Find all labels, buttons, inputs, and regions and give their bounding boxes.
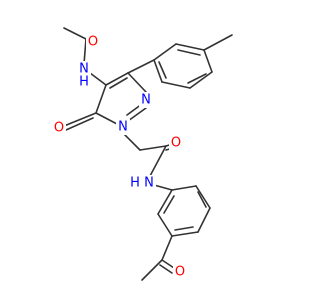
molecule-structure-diagram: O N H O N N O N H O	[52, 27, 233, 281]
bond-nh-phenyl	[153, 184, 173, 191]
bond-phenyl-4	[171, 231, 199, 237]
bond-ring-c4-c5	[105, 72, 129, 86]
hydrogen-amide-label: H	[130, 176, 140, 191]
atom-bg-o-ring	[52, 120, 66, 136]
bond-ring-c6o-c4	[95, 84, 107, 114]
bond-tolyl-inner-b	[187, 73, 207, 84]
atom-bg-n2-ring	[139, 92, 153, 108]
bond-ring-co	[63, 112, 97, 127]
bond-acetyl-co-double	[159, 264, 173, 274]
bond-phenyl-6	[157, 189, 173, 215]
bond-acetyl-methyl	[141, 259, 163, 281]
bond-phenyl-5	[157, 213, 173, 237]
hydrogen-acetamide-label: H	[79, 75, 89, 90]
bond-phenyl-acetyl	[161, 235, 173, 261]
nitrogen-amide-label: N	[144, 176, 154, 191]
bond-ring-co-double	[65, 117, 94, 131]
bond-ring-aryl	[127, 59, 155, 74]
bond-tolyl-inner-c	[158, 61, 167, 79]
atom-bg-n1-ring	[116, 119, 130, 135]
oxygen-acetyl-label: O	[175, 265, 185, 280]
bond-phenyl-inner-a	[197, 191, 207, 208]
nitrogen-acetamide-label: N	[79, 62, 89, 77]
oxygen-amide-label: O	[171, 136, 181, 151]
atom-bg-o-amide	[169, 135, 183, 151]
bond-acetyl-co	[161, 259, 175, 269]
bond-tolyl-5	[161, 81, 191, 89]
bond-tolyl-2	[175, 43, 205, 51]
bond-nh-ring	[89, 72, 107, 86]
bond-ring-c4-c5-double	[109, 77, 128, 89]
nitrogen-n1-ring-label: N	[118, 120, 128, 135]
bond-ring-c5-c6	[127, 72, 147, 93]
bond-layer	[63, 27, 233, 281]
nitrogen-n2-ring-label: N	[141, 93, 151, 108]
bond-ch2-carbonyl	[139, 145, 167, 151]
bond-acetamide-carbonyl-n	[83, 38, 87, 65]
bond-phenyl-2	[195, 185, 211, 209]
bond-acetamide-methyl	[63, 27, 87, 40]
atom-label-layer: O N H O N N O N H O	[52, 34, 187, 280]
bond-tolyl-methyl	[203, 34, 233, 51]
bond-tolyl-3	[203, 49, 213, 73]
atom-bg-o-acetyl	[173, 264, 187, 280]
bond-ring-n1-c6o	[95, 112, 118, 125]
bond-tolyl-inner-a	[177, 49, 201, 56]
bond-tolyl-1	[153, 43, 177, 61]
atom-bg-h-amide	[129, 175, 141, 191]
bond-phenyl-1	[171, 185, 197, 191]
atom-bg-o-acetamide	[86, 34, 100, 50]
bond-phenyl-inner-c	[163, 195, 175, 214]
structure-canvas: O N H O N N O N H O	[52, 27, 233, 281]
bond-tolyl-6	[153, 59, 163, 83]
bond-n1-ch2	[122, 132, 141, 151]
bond-carbonyl-nh	[149, 145, 167, 177]
bond-phenyl-3	[197, 207, 211, 233]
bond-tolyl-4	[189, 71, 213, 89]
bond-phenyl-inner-b	[174, 226, 194, 231]
atom-bg-h-acetamide	[77, 75, 91, 89]
atom-bg-n-acetamide	[77, 61, 91, 77]
bond-ring-n2-n1	[127, 107, 147, 122]
oxygen-ring-label: O	[54, 121, 64, 136]
oxygen-acetamide-label: O	[88, 35, 98, 50]
atom-bg-n-amide	[142, 175, 156, 191]
